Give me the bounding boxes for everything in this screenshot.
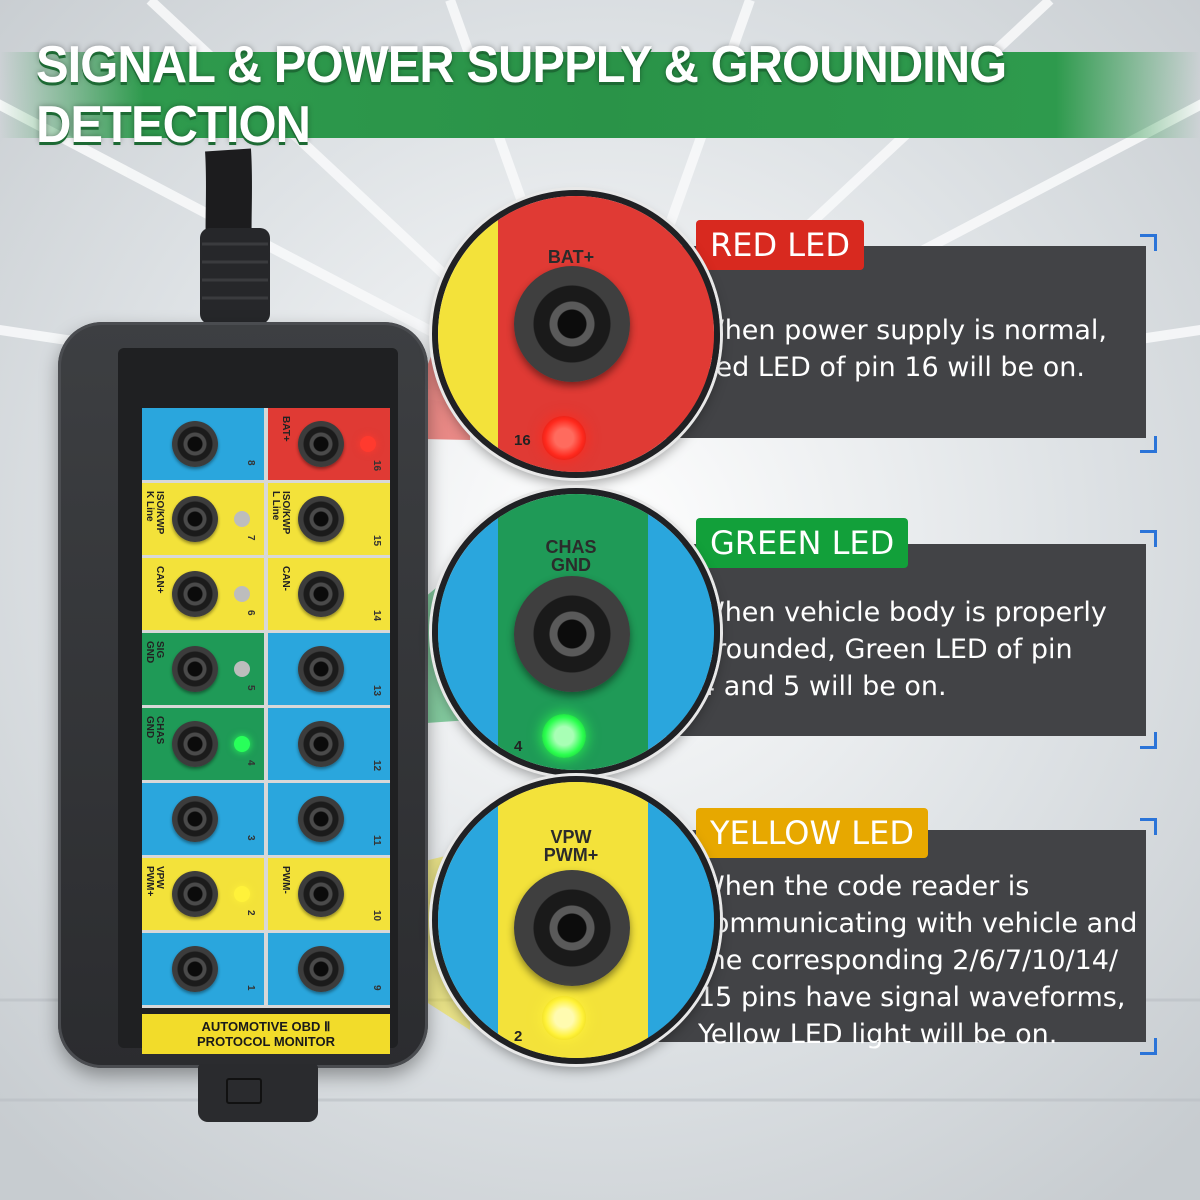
- pin-label: BAT+: [280, 416, 291, 442]
- pin-number: 6: [245, 610, 256, 616]
- device-label: AUTOMOTIVE OBD Ⅱ PROTOCOL MONITOR: [142, 1014, 390, 1054]
- pin-jack-15[interactable]: [298, 496, 344, 542]
- zoom-jack: [514, 870, 630, 986]
- corner-bracket: [1140, 732, 1157, 749]
- pin-cell-13: 13: [268, 633, 390, 705]
- pin-number: 5: [245, 685, 256, 691]
- zoom-pin-number: 4: [514, 738, 523, 755]
- pin-number: 4: [245, 760, 256, 766]
- zoom-pin-number: 16: [514, 432, 531, 449]
- corner-bracket: [1140, 234, 1157, 251]
- pin-label: PWM-: [280, 866, 291, 894]
- pin-number: 2: [245, 910, 256, 916]
- connector-latch: [226, 1078, 262, 1104]
- corner-bracket: [1140, 818, 1157, 835]
- pin-jack-10[interactable]: [298, 871, 344, 917]
- red-led-tag: RED LED: [696, 220, 864, 270]
- pin-cell-6: CAN+ 6: [142, 558, 264, 630]
- title-banner: [0, 52, 1200, 138]
- pin-led-5: [234, 661, 250, 677]
- pin-number: 12: [371, 760, 382, 772]
- green-led-light: [542, 714, 586, 758]
- pin-jack-1[interactable]: [172, 946, 218, 992]
- pin-jack-16[interactable]: [298, 421, 344, 467]
- pin-led-2: [234, 886, 250, 902]
- yellow-led-tag: YELLOW LED: [696, 808, 928, 858]
- zoom-label-bat: BAT+: [547, 247, 595, 267]
- pin-number: 3: [245, 835, 256, 841]
- pin-cell-14: CAN- 14: [268, 558, 390, 630]
- red-led-description: When power supply is normal,Red LED of p…: [698, 315, 1108, 383]
- pin-number: 13: [371, 685, 382, 697]
- pin-number: 10: [371, 910, 382, 922]
- obd-connector: [198, 1064, 318, 1122]
- pin-label: CAN+: [154, 566, 165, 594]
- corner-bracket: [1140, 1038, 1157, 1055]
- pin-cell-9: 9: [268, 933, 390, 1005]
- zoom-pin-number: 2: [514, 1028, 523, 1045]
- zoom-jack: [514, 266, 630, 382]
- pin-cell-8: 8: [142, 408, 264, 480]
- pin-jack-7[interactable]: [172, 496, 218, 542]
- zoom-jack: [514, 576, 630, 692]
- pin-number: 9: [371, 985, 382, 991]
- pin-led-6: [234, 586, 250, 602]
- pin-number: 8: [245, 460, 256, 466]
- pin-number: 15: [371, 535, 382, 547]
- device-label-line2: PROTOCOL MONITOR: [197, 1034, 335, 1049]
- corner-bracket: [1140, 530, 1157, 547]
- green-led-tag: GREEN LED: [696, 518, 909, 568]
- red-led-light: [542, 416, 586, 460]
- pin-jack-14[interactable]: [298, 571, 344, 617]
- pin-led-7: [234, 511, 250, 527]
- pin-jack-5[interactable]: [172, 646, 218, 692]
- pin-jack-11[interactable]: [298, 796, 344, 842]
- corner-bracket: [1140, 436, 1157, 453]
- pin-jack-12[interactable]: [298, 721, 344, 767]
- pin-jack-2[interactable]: [172, 871, 218, 917]
- pin-jack-6[interactable]: [172, 571, 218, 617]
- pin-cell-12: 12: [268, 708, 390, 780]
- pin-jack-9[interactable]: [298, 946, 344, 992]
- pin-number: 7: [245, 535, 256, 541]
- pin-cell-3: 3: [142, 783, 264, 855]
- pin-cell-16: BAT+ 16: [268, 408, 390, 480]
- pin-led-4: [234, 736, 250, 752]
- pin-cell-11: 11: [268, 783, 390, 855]
- pin-jack-3[interactable]: [172, 796, 218, 842]
- yellow-led-light: [542, 996, 586, 1040]
- pin-cell-10: PWM- 10: [268, 858, 390, 930]
- page-title: SIGNAL & POWER SUPPLY & GROUNDING DETECT…: [36, 36, 1007, 154]
- red-led-zoom: BAT+ 16: [432, 190, 720, 478]
- pin-jack-8[interactable]: [172, 421, 218, 467]
- pin-number: 1: [245, 985, 256, 991]
- pin-label: CAN-: [280, 566, 291, 591]
- pin-cell-1: 1: [142, 933, 264, 1005]
- device-label-line1: AUTOMOTIVE OBD Ⅱ: [201, 1019, 331, 1034]
- pin-led-16: [360, 436, 376, 452]
- pin-number: 11: [371, 835, 382, 846]
- pin-jack-13[interactable]: [298, 646, 344, 692]
- pin-number: 14: [371, 610, 382, 622]
- pin-jack-4[interactable]: [172, 721, 218, 767]
- pin-number: 16: [371, 460, 382, 472]
